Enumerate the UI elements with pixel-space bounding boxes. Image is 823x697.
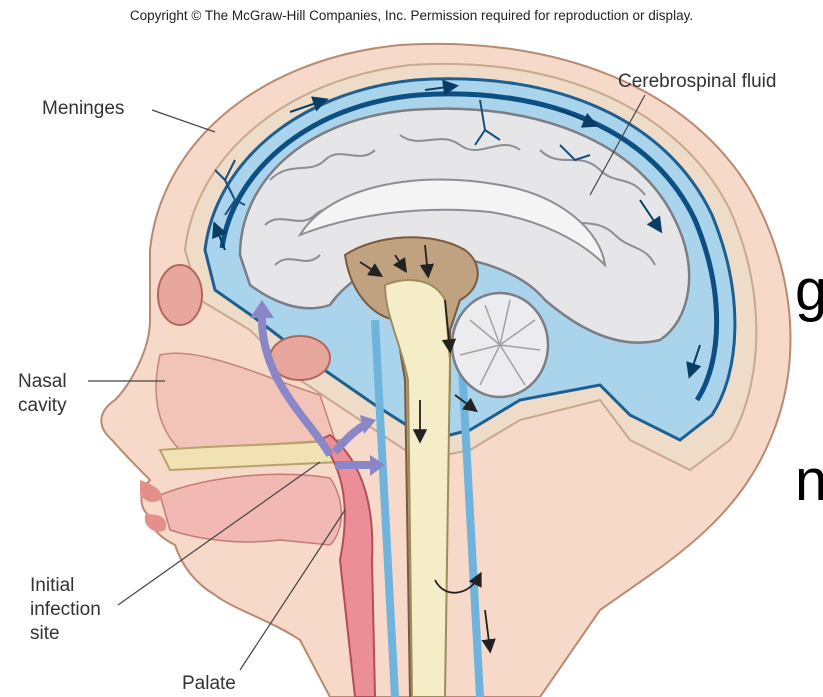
label-cerebrospinal-fluid: Cerebrospinal fluid xyxy=(618,70,776,94)
label-infection-line1: Initial xyxy=(30,574,74,598)
frontal-sinus xyxy=(158,265,202,325)
label-palate: Palate xyxy=(182,672,236,696)
label-nasal-line1: Nasal xyxy=(18,370,67,394)
label-infection-line2: infection xyxy=(30,598,101,622)
label-infection-line3: site xyxy=(30,622,60,646)
label-nasal-line2: cavity xyxy=(18,394,67,418)
label-meninges: Meninges xyxy=(42,97,124,121)
